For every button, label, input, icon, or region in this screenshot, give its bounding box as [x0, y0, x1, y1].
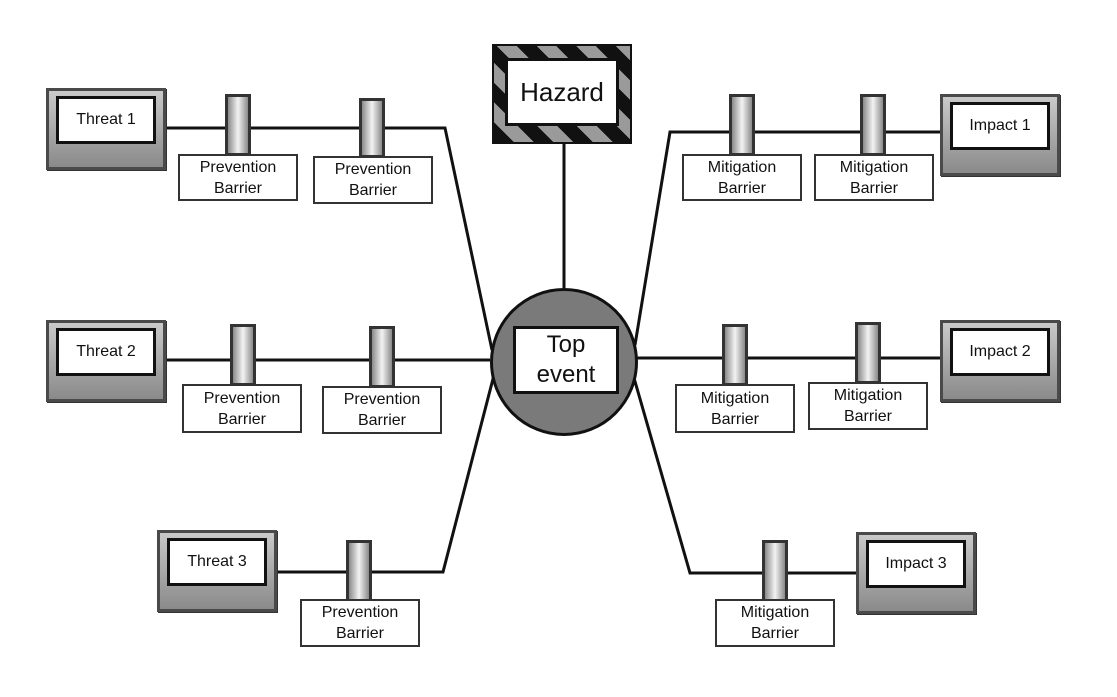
- prevention-barrier-post: [369, 326, 395, 388]
- mitigation-barrier-post: [860, 94, 886, 156]
- threat-2-label: Threat 2: [56, 328, 156, 376]
- mitigation-barrier-label: Mitigation Barrier: [808, 382, 928, 430]
- prevention-barrier-post: [225, 94, 251, 156]
- prevention-barrier-post: [359, 98, 385, 158]
- impact-3-label: Impact 3: [866, 540, 966, 588]
- mitigation-barrier-post: [855, 322, 881, 384]
- prevention-barrier-label: Prevention Barrier: [313, 156, 433, 204]
- threat-3-label: Threat 3: [167, 538, 267, 586]
- prevention-barrier-post: [230, 324, 256, 386]
- top-event-label: Top event: [513, 326, 619, 394]
- threat-1-label: Threat 1: [56, 96, 156, 144]
- mitigation-barrier-post: [722, 324, 748, 386]
- mitigation-barrier-label: Mitigation Barrier: [675, 384, 795, 433]
- mitigation-barrier-post: [762, 540, 788, 602]
- hazard-label: Hazard: [505, 58, 619, 126]
- prevention-barrier-post: [346, 540, 372, 602]
- prevention-barrier-label: Prevention Barrier: [182, 384, 302, 433]
- impact-2-label: Impact 2: [950, 328, 1050, 376]
- prevention-barrier-label: Prevention Barrier: [300, 599, 420, 647]
- prevention-barrier-label: Prevention Barrier: [178, 154, 298, 201]
- prevention-barrier-label: Prevention Barrier: [322, 386, 442, 434]
- mitigation-barrier-label: Mitigation Barrier: [814, 154, 934, 201]
- mitigation-barrier-label: Mitigation Barrier: [715, 599, 835, 647]
- mitigation-barrier-post: [729, 94, 755, 156]
- impact-1-label: Impact 1: [950, 102, 1050, 150]
- mitigation-barrier-label: Mitigation Barrier: [682, 154, 802, 201]
